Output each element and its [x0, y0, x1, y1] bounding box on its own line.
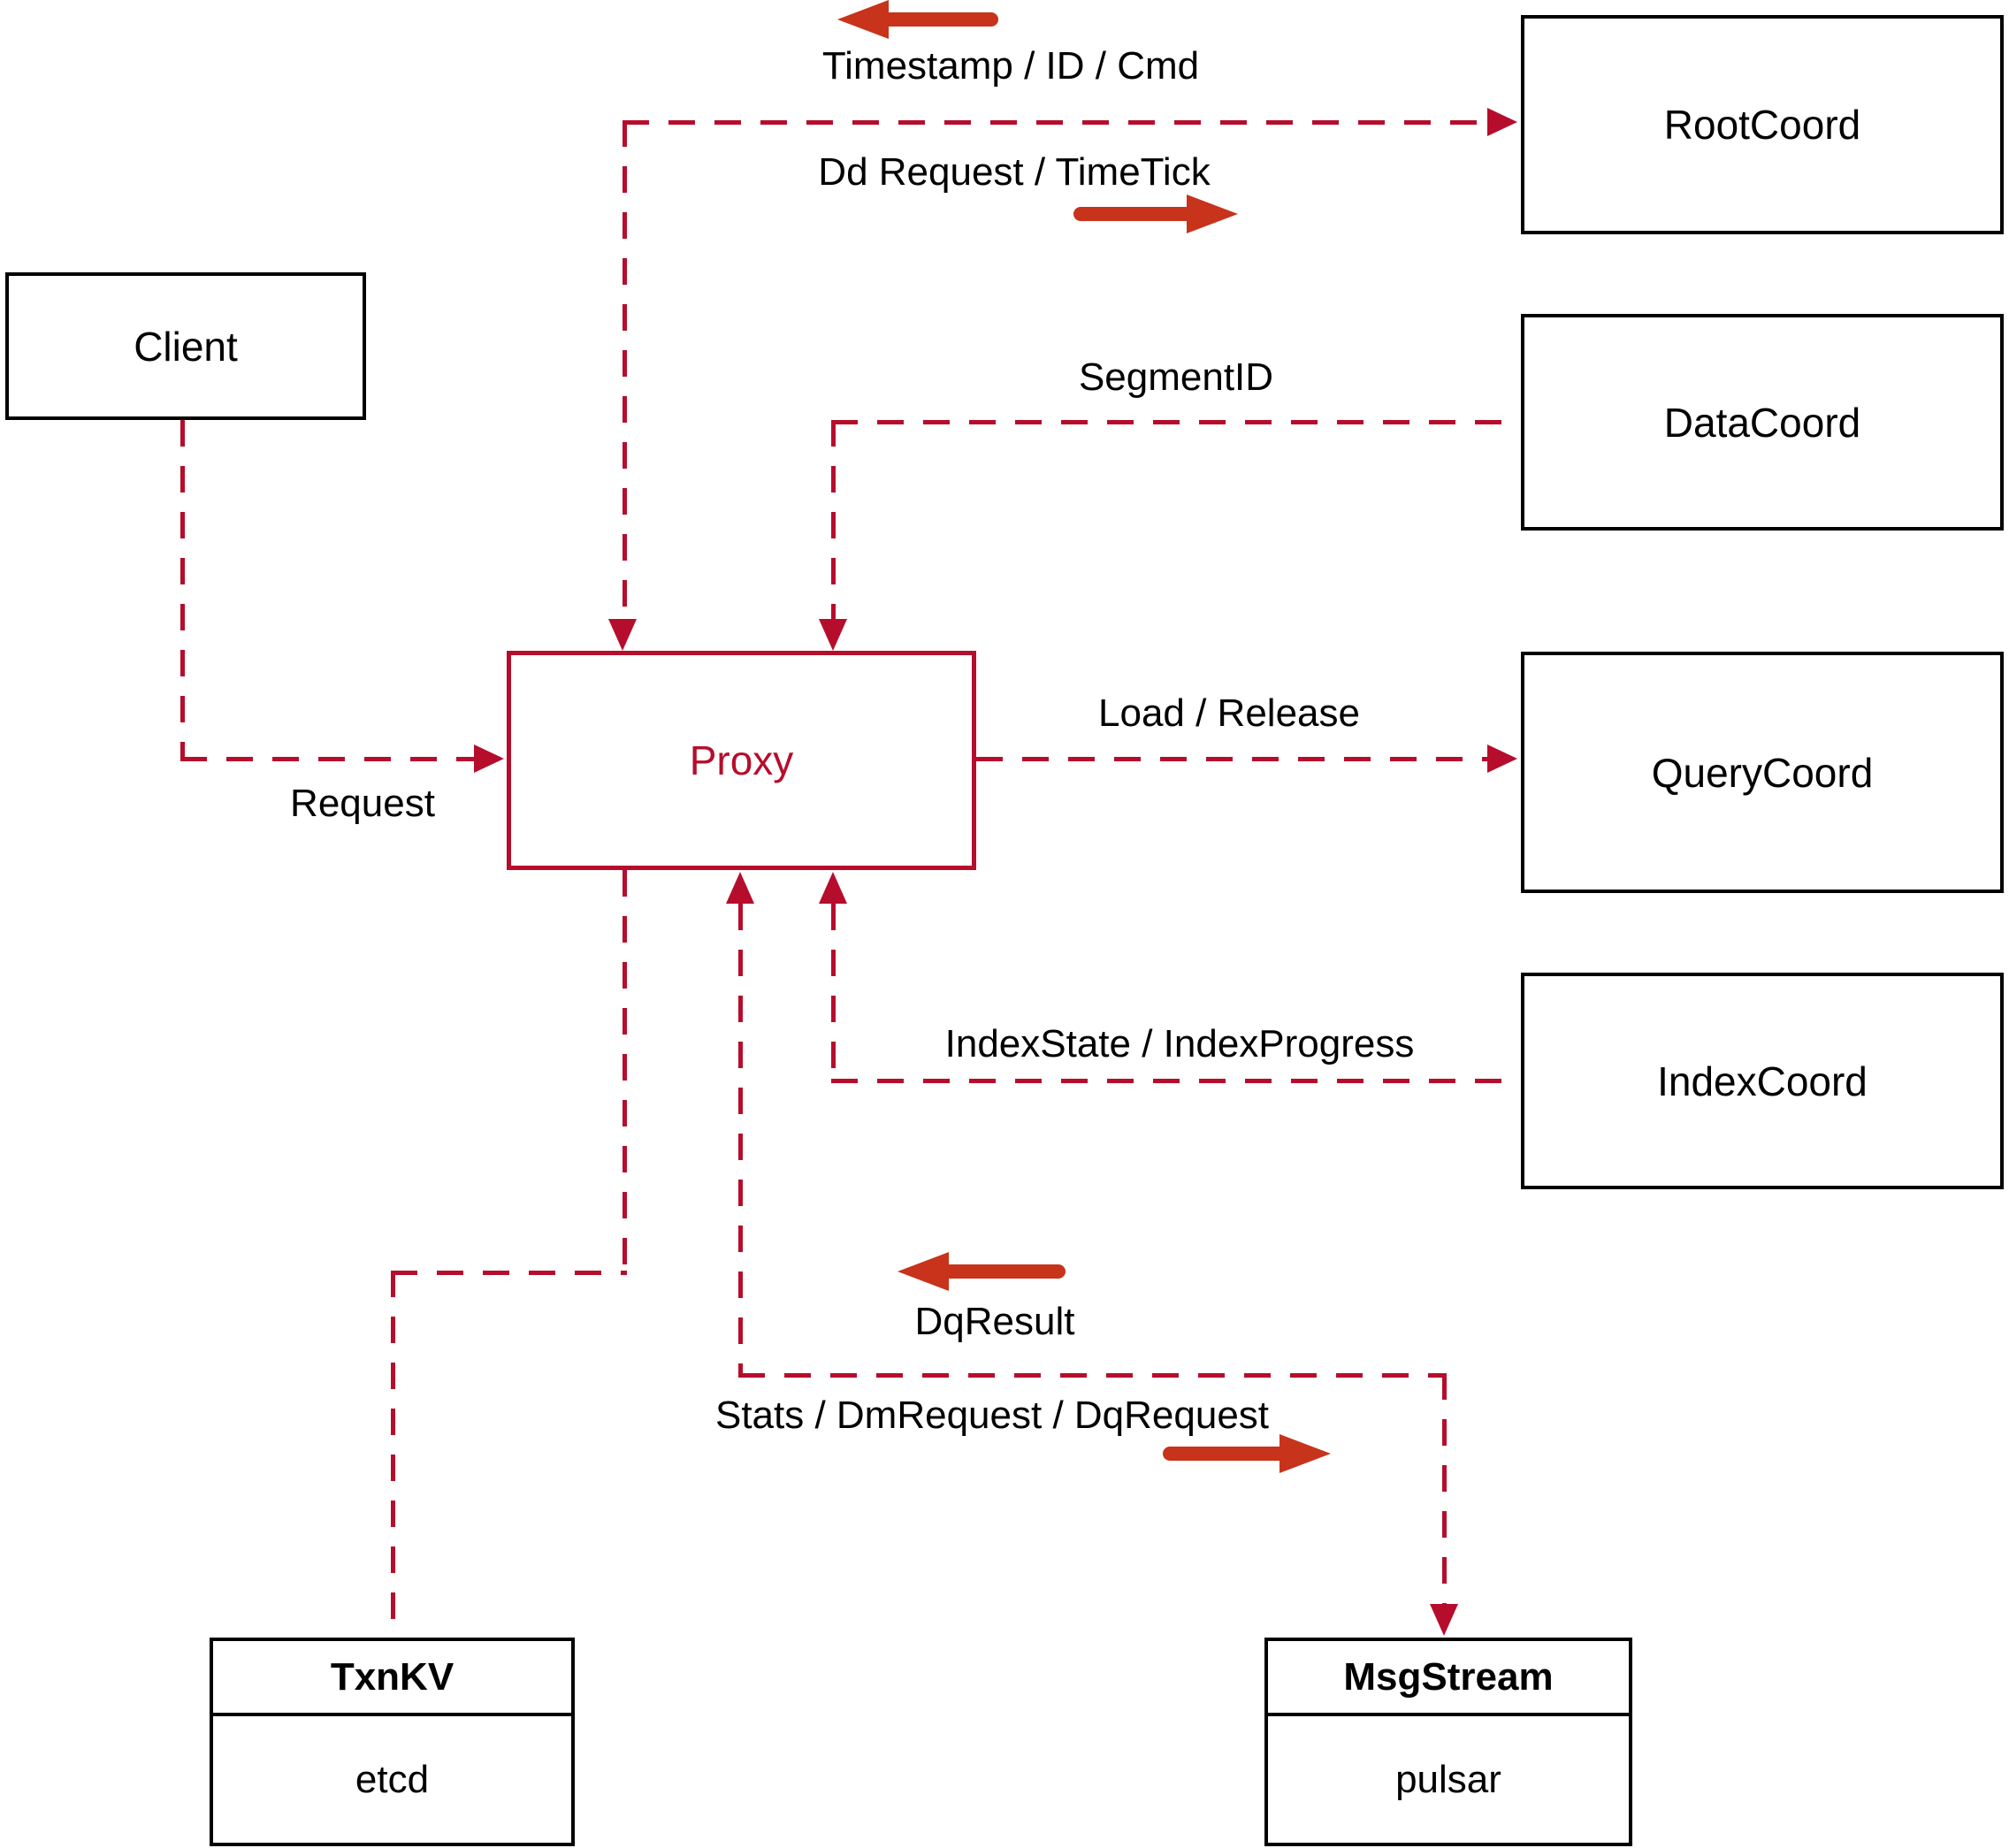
arrow-right-stats-request-icon	[1161, 1434, 1331, 1473]
node-proxy: Proxy	[507, 651, 976, 870]
node-datacoord: DataCoord	[1521, 314, 2004, 531]
edge-proxy-txnkv-vertical-lower	[391, 1271, 395, 1638]
node-client: Client	[5, 272, 366, 420]
arrowhead-into-rootcoord-icon	[1487, 108, 1517, 136]
node-msgstream-title: MsgStream	[1268, 1641, 1629, 1716]
edge-datacoord-proxy-horizontal	[831, 420, 1521, 424]
edge-client-proxy-horizontal	[180, 757, 474, 761]
node-msgstream: MsgStream pulsar	[1264, 1638, 1632, 1846]
edge-proxy-msgstream-vertical-upper	[738, 904, 743, 1377]
edge-proxy-txnkv-horizontal	[391, 1271, 627, 1275]
edge-proxy-txnkv-vertical-upper	[623, 870, 627, 1272]
edge-label-index-state-progress: IndexState / IndexProgress	[944, 1022, 1415, 1065]
arrowhead-into-proxy-bottom-middle-icon	[726, 872, 754, 904]
edge-label-load-release: Load / Release	[1098, 691, 1360, 735]
node-rootcoord-label: RootCoord	[1663, 102, 1861, 148]
node-txnkv: TxnKV etcd	[210, 1638, 575, 1846]
edge-client-proxy-vertical	[180, 420, 185, 759]
arrow-left-dq-result-icon	[898, 1252, 1067, 1291]
edge-proxy-querycoord-horizontal	[976, 757, 1487, 761]
edge-label-segment-id: SegmentID	[1078, 355, 1274, 399]
node-indexcoord-label: IndexCoord	[1657, 1058, 1868, 1104]
edge-indexcoord-proxy-vertical	[831, 904, 836, 1079]
node-datacoord-label: DataCoord	[1663, 399, 1861, 446]
node-msgstream-subtitle: pulsar	[1395, 1757, 1501, 1801]
arrowhead-into-proxy-top-left-icon	[608, 619, 637, 651]
arrowhead-into-querycoord-icon	[1487, 745, 1517, 773]
edge-indexcoord-proxy-horizontal	[831, 1079, 1521, 1083]
edge-label-dd-request-timetick: Dd Request / TimeTick	[818, 150, 1211, 194]
arrow-left-timestamp-icon	[837, 0, 1000, 39]
edge-label-timestamp-id-cmd: Timestamp / ID / Cmd	[821, 44, 1200, 88]
arrowhead-into-proxy-left-icon	[474, 745, 504, 773]
node-querycoord: QueryCoord	[1521, 652, 2004, 893]
edge-proxy-msgstream-vertical-lower	[1442, 1373, 1447, 1604]
node-proxy-label: Proxy	[689, 737, 794, 783]
edge-datacoord-proxy-vertical	[831, 420, 836, 619]
node-txnkv-title: TxnKV	[213, 1641, 571, 1716]
edge-rootcoord-proxy-horizontal	[623, 120, 1487, 125]
node-indexcoord: IndexCoord	[1521, 973, 2004, 1189]
arrowhead-into-msgstream-icon	[1430, 1604, 1458, 1636]
arrowhead-into-proxy-bottom-right-icon	[819, 872, 847, 904]
node-querycoord-label: QueryCoord	[1651, 749, 1874, 796]
edge-label-dq-result: DqResult	[914, 1300, 1075, 1343]
node-txnkv-subtitle: etcd	[355, 1757, 430, 1801]
arrow-right-dd-request-icon	[1072, 195, 1238, 233]
edge-label-request: Request	[290, 782, 435, 825]
edge-label-stats-dm-dq-request: Stats / DmRequest / DqRequest	[714, 1394, 1270, 1437]
edge-proxy-msgstream-horizontal	[738, 1373, 1446, 1378]
node-rootcoord: RootCoord	[1521, 15, 2004, 234]
arrowhead-into-proxy-top-right-icon	[819, 619, 847, 651]
node-client-label: Client	[134, 323, 238, 370]
edge-rootcoord-proxy-vertical	[623, 120, 627, 619]
